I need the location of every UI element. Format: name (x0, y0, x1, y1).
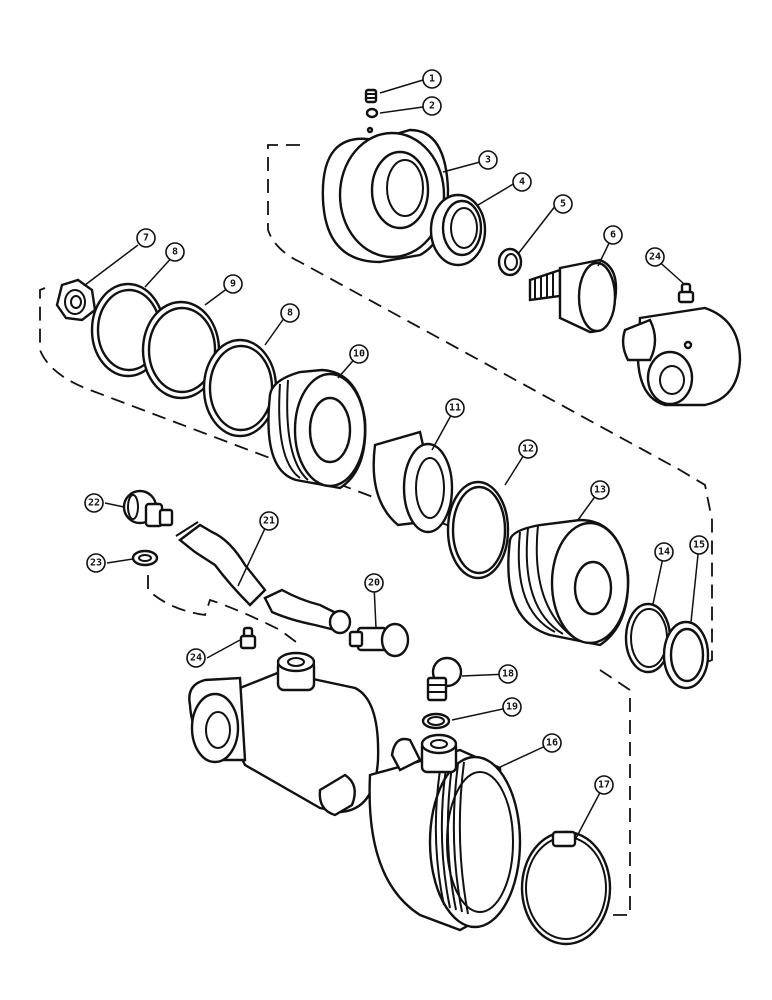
callout-4: 4 (512, 172, 532, 192)
callout-23-label: 23 (90, 558, 102, 569)
callout-18: 18 (498, 664, 518, 684)
part-1-set-screw (364, 88, 378, 104)
callout-9-label: 9 (230, 279, 236, 290)
part-18-elbow-fitting (426, 656, 463, 702)
part-8-backup-ring-right (202, 338, 278, 438)
callout-14: 14 (654, 542, 674, 562)
callout-11: 11 (445, 398, 465, 418)
part-19-o-ring (421, 712, 451, 730)
callout-14-label: 14 (658, 547, 670, 558)
callout-6: 6 (603, 225, 623, 245)
callout-24-bottom: 24 (186, 648, 206, 668)
callout-12: 12 (518, 439, 538, 459)
part-9-seal-ring (141, 300, 221, 400)
callout-8-b-label: 8 (287, 308, 293, 319)
callout-5: 5 (553, 194, 573, 214)
callout-24-top: 24 (645, 247, 665, 267)
base-end-cap (188, 651, 380, 817)
callout-7-label: 7 (143, 233, 149, 244)
callout-16-label: 16 (546, 738, 558, 749)
callout-23: 23 (86, 553, 106, 573)
callout-12-label: 12 (522, 444, 534, 455)
part-11-spacer-tube (372, 430, 454, 534)
callout-20-label: 20 (368, 578, 380, 589)
part-4-rod-seal (429, 193, 487, 267)
part-17-hose-clamp (520, 830, 612, 946)
part-15-backup-washer (662, 620, 710, 690)
part-3-end-cap (321, 126, 450, 264)
part-5-o-ring (497, 247, 523, 277)
callout-3-label: 3 (485, 155, 491, 166)
part-2-ball (365, 107, 379, 119)
callout-1-label: 1 (429, 74, 435, 85)
part-22-elbow-fitting (122, 489, 174, 528)
part-24-grease-fitting-top (677, 282, 695, 304)
callout-5-label: 5 (560, 199, 566, 210)
callout-17: 17 (594, 775, 614, 795)
callout-11-label: 11 (449, 403, 461, 414)
callout-8-a-label: 8 (172, 247, 178, 258)
callout-17-label: 17 (598, 780, 610, 791)
callout-24-top-label: 24 (649, 252, 661, 263)
callout-22-label: 22 (88, 498, 100, 509)
callout-2-label: 2 (429, 101, 435, 112)
callout-8-b: 8 (280, 303, 300, 323)
part-10-piston (267, 368, 367, 490)
part-7-lock-nut (55, 278, 97, 322)
callout-3: 3 (478, 150, 498, 170)
callout-15-label: 15 (693, 540, 705, 551)
part-13-head-gland (507, 518, 630, 647)
assembly-dashed-lines (39, 144, 713, 916)
callout-19: 19 (502, 697, 522, 717)
part-6-rod-pin (528, 258, 618, 334)
callout-15: 15 (689, 535, 709, 555)
part-12-o-ring (446, 480, 510, 580)
callout-21-label: 21 (263, 516, 275, 527)
callout-7: 7 (136, 228, 156, 248)
callout-21: 21 (259, 511, 279, 531)
callout-19-label: 19 (506, 702, 518, 713)
part-24-grease-fitting-bottom (239, 626, 257, 650)
part-20-elbow-fitting (348, 622, 410, 658)
callout-18-label: 18 (502, 669, 514, 680)
part-21-tube-line (175, 521, 352, 635)
callout-24-bottom-label: 24 (190, 653, 202, 664)
callout-13-label: 13 (594, 485, 606, 496)
callout-13: 13 (590, 480, 610, 500)
callout-10: 10 (349, 344, 369, 364)
part-23-washer (131, 549, 159, 567)
callout-9: 9 (223, 274, 243, 294)
callout-10-label: 10 (353, 349, 365, 360)
part-16-cylinder-barrel (368, 733, 522, 932)
callout-2: 2 (422, 96, 442, 116)
callout-8-a: 8 (165, 242, 185, 262)
rod-end-clevis (621, 306, 742, 407)
callout-16: 16 (542, 733, 562, 753)
callout-20: 20 (364, 573, 384, 593)
callout-6-label: 6 (610, 230, 616, 241)
callout-22: 22 (84, 493, 104, 513)
callout-1: 1 (422, 69, 442, 89)
callout-4-label: 4 (519, 177, 525, 188)
